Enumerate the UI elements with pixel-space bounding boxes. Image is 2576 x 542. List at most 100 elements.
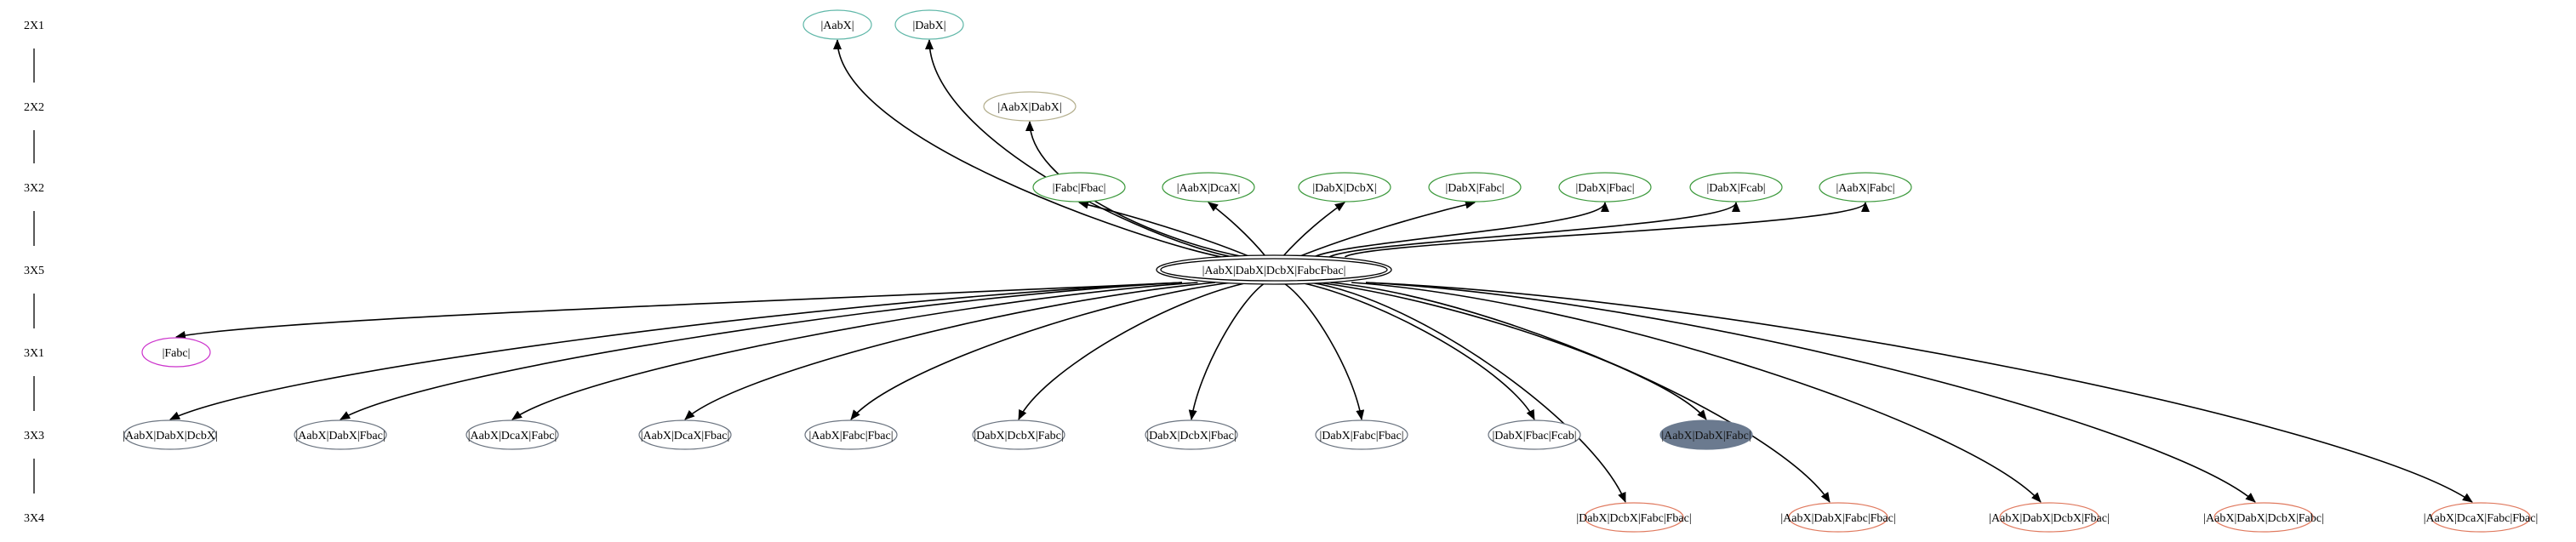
- node-label: |DabX|Fabc|Fbac|: [1319, 430, 1403, 442]
- node-shape: [972, 419, 1065, 450]
- graph-node[interactable]: |AabX|DcaX|: [1162, 172, 1255, 203]
- rank-label: 2X1: [24, 20, 44, 32]
- edges: [169, 39, 2473, 503]
- node-label: |AabX|DabX|: [997, 101, 1061, 114]
- node-label: |AabX|DcaX|Fabc|: [468, 430, 557, 442]
- node-shape: [1788, 502, 1888, 533]
- node-shape: [638, 419, 732, 450]
- node-shape: [1584, 502, 1684, 533]
- node-shape: [894, 9, 964, 40]
- edge-n18: [1188, 282, 1266, 420]
- nodes: |AabX|DabX|DcbX|FabcFbac| |AabX| |DabX| |Aa…: [123, 9, 2539, 533]
- node-label: |AabX|: [820, 20, 854, 32]
- edge-n23: [1330, 282, 1831, 503]
- graph-node[interactable]: |DabX|DcbX|: [1298, 172, 1391, 203]
- node-label: |AabX|Fabc|: [1836, 182, 1894, 195]
- edge-n10: [1344, 202, 1870, 258]
- node-label: |AabX|Fabc|Fbac|: [808, 430, 893, 442]
- node-shape: [983, 91, 1077, 122]
- node-shape: [1488, 419, 1581, 450]
- node-shape: [1428, 172, 1522, 203]
- center-node[interactable]: |AabX|DabX|DcbX|FabcFbac|: [1156, 254, 1392, 285]
- node-label: |DabX|Fcab|: [1706, 182, 1765, 195]
- edge-n24: [1351, 282, 2042, 503]
- node-label: |AabX|DabX|DcbX|Fbac|: [1989, 512, 2110, 525]
- rank-label: 3X3: [24, 430, 44, 442]
- edge-n20: [1299, 282, 1535, 420]
- node-shape: [1032, 172, 1126, 203]
- edge-n15: [684, 282, 1215, 420]
- node-label: |DabX|DcbX|Fabc|Fbac|: [1576, 512, 1691, 525]
- node-shape: [2213, 502, 2314, 533]
- node-shape: [1819, 172, 1912, 203]
- graph-node[interactable]: |AabX|DabX|: [983, 91, 1077, 122]
- graph-node[interactable]: |AabX|Fabc|Fbac|: [804, 419, 898, 450]
- node-label: |AabX|DabX|Fabc|Fbac|: [1780, 512, 1895, 525]
- graph-node[interactable]: |AabX|DabX|DcbX|Fbac|: [1989, 502, 2110, 533]
- node-shape: [804, 419, 898, 450]
- graph-node[interactable]: |DabX|: [894, 9, 964, 40]
- edge-n12: [169, 282, 1183, 420]
- center-node-label: |AabX|DabX|DcbX|FabcFbac|: [1202, 265, 1346, 277]
- node-shape: [123, 419, 217, 450]
- graph-node[interactable]: |DabX|Fabc|: [1428, 172, 1522, 203]
- graph-node[interactable]: |DabX|DcbX|Fabc|: [972, 419, 1065, 450]
- graph-node[interactable]: |DabX|Fbac|Fcab|: [1488, 419, 1581, 450]
- graph-node[interactable]: |DabX|Fcab|: [1689, 172, 1783, 203]
- node-label: |Fabc|: [163, 347, 191, 360]
- node-label: |DabX|DcbX|: [1312, 182, 1376, 195]
- node-label: |DabX|Fbac|: [1575, 182, 1634, 195]
- rank-label: 3X4: [24, 512, 44, 525]
- edge-n8: [1313, 202, 1609, 258]
- graph-node[interactable]: |AabX|DcaX|Fabc|: [466, 419, 559, 450]
- node-shape: [294, 419, 387, 450]
- node-shape: [1999, 502, 2099, 533]
- edge-n1: [833, 39, 1222, 258]
- graph-node[interactable]: |DabX|Fabc|Fbac|: [1315, 419, 1408, 450]
- graph-node[interactable]: |AabX|DcaX|Fabc|Fbac|: [2424, 502, 2539, 533]
- graph-node[interactable]: |AabX|Fabc|: [1819, 172, 1912, 203]
- edge-n11: [175, 282, 1183, 339]
- graph-node[interactable]: |AabX|DabX|Fabc|Fbac|: [1780, 502, 1896, 533]
- graph-node[interactable]: |Fabc|Fbac|: [1032, 172, 1126, 203]
- node-shape: [1162, 172, 1255, 203]
- edge-n17: [1018, 282, 1249, 420]
- node-label: |AabX|DcaX|Fbac|: [641, 430, 730, 442]
- node-shape: [1315, 419, 1408, 450]
- node-label: |AabX|DabX|DcbX|Fabc|: [2203, 512, 2324, 525]
- edge-n13: [340, 282, 1183, 420]
- rank-label: 2X2: [24, 101, 44, 114]
- edge-n9: [1328, 202, 1740, 258]
- graph-node[interactable]: |AabX|: [803, 9, 872, 40]
- node-label: |DabX|DcbX|Fbac|: [1146, 430, 1236, 442]
- graph-node[interactable]: |DabX|DcbX|Fbac|: [1145, 419, 1238, 450]
- edge-n26: [1365, 282, 2473, 503]
- node-label: |AabX|DcaX|Fabc|Fbac|: [2424, 512, 2539, 525]
- node-label: |AabX|DabX|Fbac|: [295, 430, 385, 442]
- node-label: |DabX|: [912, 20, 945, 32]
- node-shape: [1298, 172, 1391, 203]
- rank-label: 3X5: [24, 265, 44, 277]
- edge-n7: [1298, 200, 1476, 258]
- graph-node[interactable]: |DabX|DcbX|Fabc|Fbac|: [1576, 502, 1692, 533]
- graph-node[interactable]: |AabX|DabX|Fbac|: [294, 419, 387, 450]
- graph-node[interactable]: |AabX|DabX|DcbX|: [123, 419, 218, 450]
- graph-node[interactable]: |AabX|DcaX|Fbac|: [638, 419, 732, 450]
- graph-node[interactable]: |AabX|DabX|DcbX|Fabc|: [2203, 502, 2324, 533]
- edge-n19: [1282, 282, 1365, 420]
- node-shape: [2430, 502, 2531, 533]
- node-shape: [1145, 419, 1238, 450]
- edge-n5: [1208, 202, 1267, 258]
- graph-node[interactable]: |Fabc|: [141, 337, 211, 368]
- node-shape: [1689, 172, 1783, 203]
- node-shape: [1558, 172, 1652, 203]
- edge-n25: [1365, 282, 2256, 503]
- node-shape: [466, 419, 559, 450]
- graph-node[interactable]: |AabX|DabX|Fabc|: [1659, 419, 1753, 450]
- edge-n16: [850, 282, 1232, 420]
- edge-n4: [1078, 200, 1251, 258]
- graph-node[interactable]: |DabX|Fbac|: [1558, 172, 1652, 203]
- edge-n6: [1282, 202, 1345, 258]
